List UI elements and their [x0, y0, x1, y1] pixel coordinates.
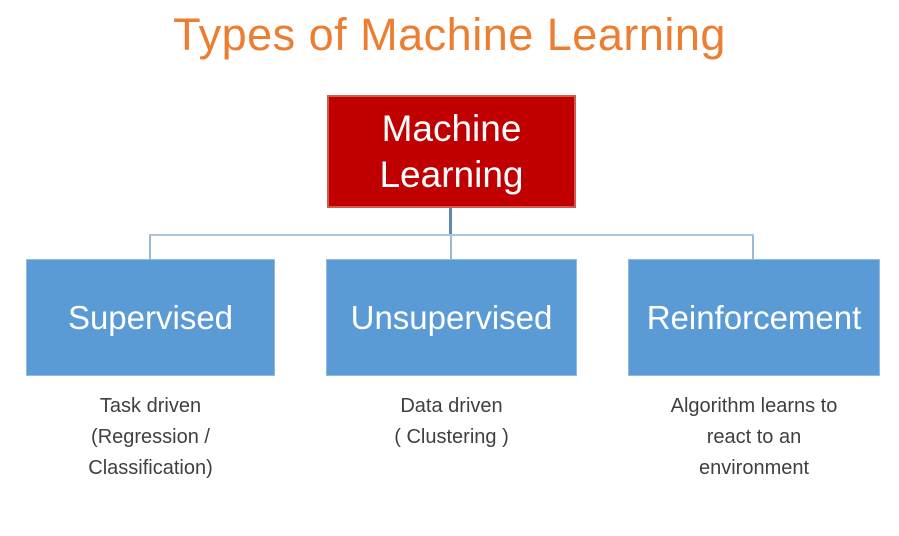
- branch-node-supervised: Supervised: [26, 259, 275, 376]
- connector-drop-unsupervised: [450, 236, 452, 260]
- root-node-label: Machine Learning: [379, 107, 524, 195]
- branch-node-label: Supervised: [67, 298, 234, 336]
- description-supervised: Task driven (Regression / Classification…: [88, 395, 213, 479]
- slide-title: Types of Machine Learning: [173, 9, 726, 60]
- branch-node-unsupervised: Unsupervised: [326, 259, 577, 376]
- branch-node-label: Reinforcement: [646, 298, 862, 336]
- description-reinforcement: Algorithm learns to react to an environm…: [670, 395, 838, 479]
- connector-drop-reinforcement: [752, 236, 754, 260]
- connector-root-stub: [449, 208, 452, 236]
- root-node-machine-learning: Machine Learning: [327, 95, 576, 208]
- branch-node-reinforcement: Reinforcement: [628, 259, 880, 376]
- connector-horizontal-line: [149, 234, 754, 236]
- connector-drop-supervised: [149, 236, 151, 260]
- description-unsupervised: Data driven ( Clustering ): [394, 395, 509, 448]
- branch-node-label: Unsupervised: [350, 298, 553, 336]
